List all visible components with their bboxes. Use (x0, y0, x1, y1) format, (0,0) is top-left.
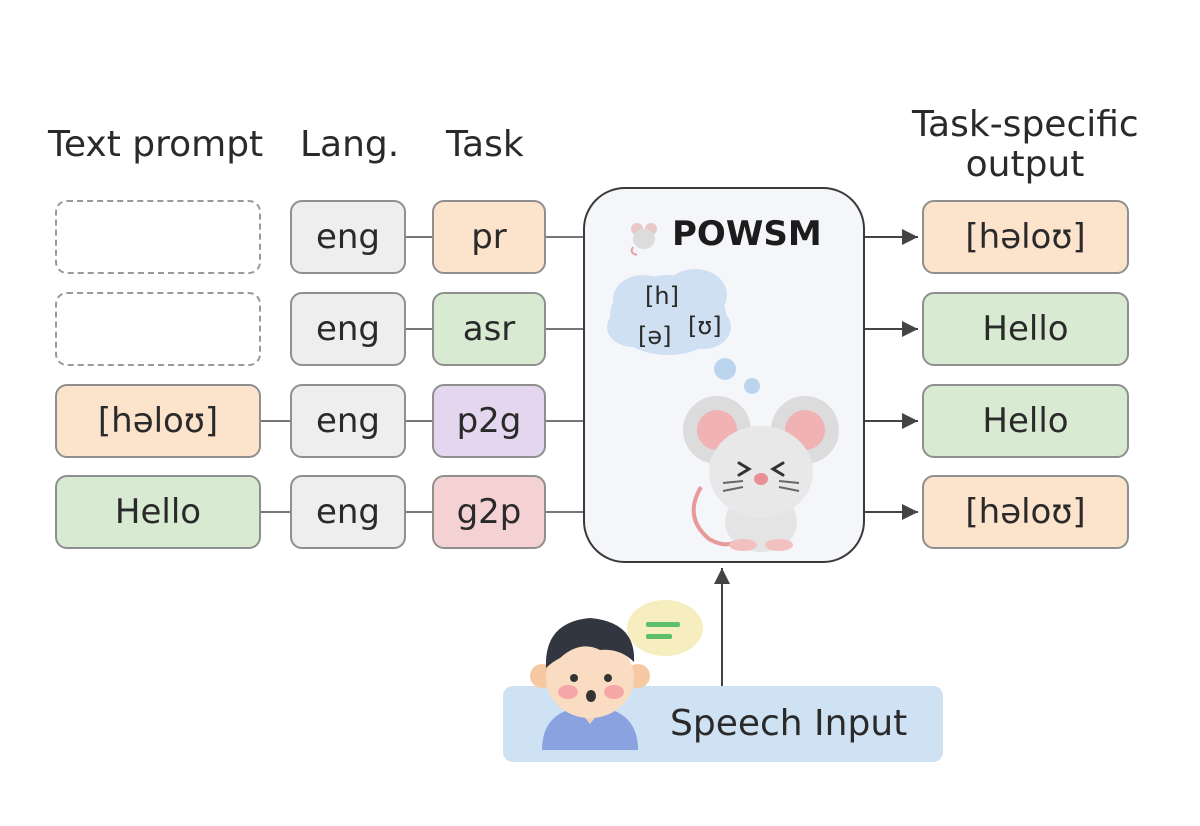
header-task: Task (446, 124, 524, 165)
prompt-box-empty-2 (55, 292, 261, 366)
header-text-prompt: Text prompt (48, 124, 264, 165)
prompt-box-4: Hello (55, 475, 261, 549)
header-output: Task-specific output (912, 104, 1139, 185)
task-box-pr: pr (432, 200, 546, 274)
thought-phone-h: [h] (645, 282, 679, 310)
task-box-p2g: p2g (432, 384, 546, 458)
prompt-box-empty-1 (55, 200, 261, 274)
output-box-3: Hello (922, 384, 1129, 458)
thought-phone-schwa: [ə] (638, 322, 672, 350)
speech-bubble-icon (627, 600, 703, 656)
speech-input-label: Speech Input (670, 703, 908, 744)
output-arrows (714, 229, 918, 686)
model-title: POWSM (672, 214, 822, 254)
lang-box-3: eng (290, 384, 406, 458)
thought-phone-upsilon: [ʊ] (688, 312, 722, 340)
task-box-asr: asr (432, 292, 546, 366)
mouse-mascot-icon (683, 396, 839, 552)
lang-box-1: eng (290, 200, 406, 274)
mouse-logo-icon (630, 223, 657, 256)
header-lang: Lang. (300, 124, 400, 165)
task-box-g2p: g2p (432, 475, 546, 549)
output-box-4: [həloʊ] (922, 475, 1129, 549)
output-box-1: [həloʊ] (922, 200, 1129, 274)
thought-cloud-icon (607, 269, 760, 394)
output-box-2: Hello (922, 292, 1129, 366)
connectors (261, 236, 583, 513)
model-illustrations (607, 223, 839, 552)
lang-box-4: eng (290, 475, 406, 549)
speaker-boy-icon (530, 618, 650, 750)
header-output-line1: Task-specific (912, 104, 1139, 145)
lang-box-2: eng (290, 292, 406, 366)
speaker-illustration (530, 600, 703, 750)
header-output-line2: output (965, 144, 1085, 185)
prompt-box-3: [həloʊ] (55, 384, 261, 458)
